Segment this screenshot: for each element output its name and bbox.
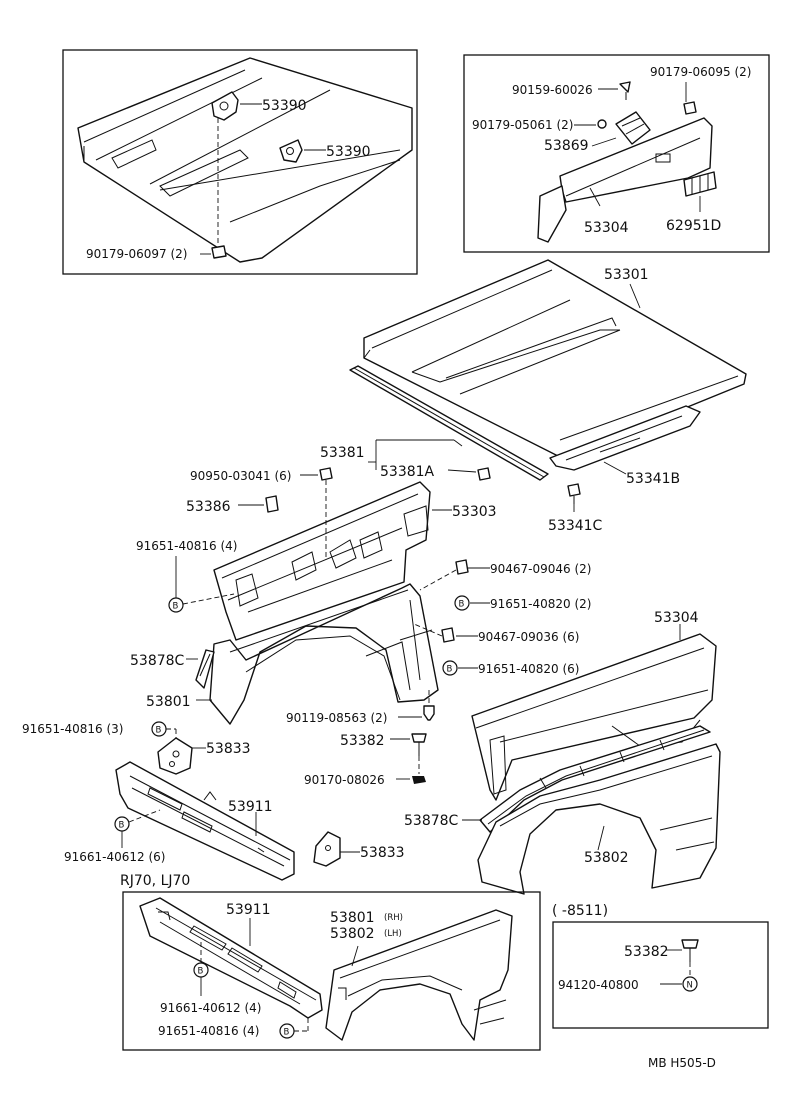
label-90119-08563: 90119-08563 (2) xyxy=(286,711,388,725)
cushion-53341C xyxy=(567,483,581,497)
bracket-53869 xyxy=(615,111,651,145)
nut-90467-09046 xyxy=(455,559,469,575)
label-90179-06095: 90179-06095 (2) xyxy=(650,65,752,79)
label-94120-40800: 94120-40800 xyxy=(558,978,639,992)
label-rj70-lj70: RJ70, LJ70 xyxy=(120,873,190,889)
label-90467-09046: 90467-09046 (2) xyxy=(490,562,592,576)
fender-panel-53802 xyxy=(477,743,721,895)
cowl-panel-53303 xyxy=(213,481,431,641)
bolt-b-letter-3: B xyxy=(447,665,453,675)
label-53301: 53301 xyxy=(604,267,649,283)
label-53911-inset: 53911 xyxy=(226,902,271,918)
hood-bumper-b xyxy=(279,139,303,163)
clip-90950-03041 xyxy=(319,467,333,481)
label-rh: (RH) xyxy=(384,913,403,923)
label-53802-lh: 53802 xyxy=(330,926,375,942)
bolt-53382-inset xyxy=(681,939,699,949)
label-53801-rh: 53801 xyxy=(330,910,375,926)
label-53869: 53869 xyxy=(544,138,589,154)
label-91651-40816-4: 91651-40816 (4) xyxy=(136,539,238,553)
label-date-range: ( -8511) xyxy=(552,903,608,919)
front-fender-53304 xyxy=(471,633,717,801)
bolt-b-letter-4: B xyxy=(156,726,162,736)
hood-panel-53301 xyxy=(363,259,747,459)
label-90170-08026: 90170-08026 xyxy=(304,773,385,787)
bolt-b-marker-3 xyxy=(442,660,458,676)
rj70-detail-box xyxy=(122,891,541,1051)
hood-seal-53381 xyxy=(349,365,549,481)
label-90467-09036: 90467-09036 (6) xyxy=(478,630,580,644)
label-91651-40820-2: 91651-40820 (2) xyxy=(490,597,592,611)
label-91651-40816-3: 91651-40816 (3) xyxy=(22,722,124,736)
hood-bumper-a xyxy=(211,91,239,121)
label-53381: 53381 xyxy=(320,445,365,461)
label-53304-top: 53304 xyxy=(584,220,629,236)
label-53341C: 53341C xyxy=(548,518,603,534)
screw-90159-60026 xyxy=(619,81,631,93)
bolt-b-letter-1: B xyxy=(173,602,179,612)
date-range-box xyxy=(552,921,769,1029)
nut-90170-08026 xyxy=(412,776,426,784)
label-53911: 53911 xyxy=(228,799,273,815)
nut-90467-09036 xyxy=(441,627,455,643)
label-53381A: 53381A xyxy=(380,464,435,480)
clip-90179-05061 xyxy=(597,119,607,129)
label-53801: 53801 xyxy=(146,694,191,710)
label-53386: 53386 xyxy=(186,499,231,515)
fender-inset-53801-53802 xyxy=(325,909,513,1041)
label-53833-a: 53833 xyxy=(206,741,251,757)
label-90950-03041: 90950-03041 (6) xyxy=(190,469,292,483)
hood-detail-box xyxy=(62,49,418,275)
inner-fender-53801 xyxy=(209,583,439,725)
label-90159-60026: 90159-60026 xyxy=(512,83,593,97)
bolt-b-letter-7: B xyxy=(284,1028,290,1038)
radiator-support-inset xyxy=(139,897,323,1019)
clip-53381A xyxy=(477,467,491,481)
label-91661-40612-4: 91661-40612 (4) xyxy=(160,1001,262,1015)
label-90179-05061: 90179-05061 (2) xyxy=(472,118,574,132)
bolt-b-letter-6: B xyxy=(198,967,204,977)
nut-n-letter: N xyxy=(687,981,693,991)
label-53304: 53304 xyxy=(654,610,699,626)
seal-53386 xyxy=(265,495,279,513)
label-90179-06097: 90179-06097 (2) xyxy=(86,247,188,261)
bolt-b-marker-2 xyxy=(454,595,470,611)
label-53878C-right: 53878C xyxy=(404,813,459,829)
label-53390-a: 53390 xyxy=(262,98,307,114)
nut-n-marker xyxy=(682,976,698,992)
label-53802: 53802 xyxy=(584,850,629,866)
bolt-53382 xyxy=(411,733,427,743)
label-91651-40820-6: 91651-40820 (6) xyxy=(478,662,580,676)
label-53303: 53303 xyxy=(452,504,497,520)
label-53341B: 53341B xyxy=(626,471,680,487)
moulding-62951D xyxy=(683,171,717,197)
label-53878C-left: 53878C xyxy=(130,653,185,669)
hood-top-view xyxy=(77,57,413,263)
clip-90179-06097 xyxy=(211,245,227,259)
bracket-53833-b xyxy=(313,831,341,867)
label-lh: (LH) xyxy=(384,929,402,939)
clip-90179-06095 xyxy=(683,101,697,115)
fender-inset-part xyxy=(537,117,713,243)
label-62951D: 62951D xyxy=(666,218,721,234)
bolt-b-letter-5: B xyxy=(119,821,125,831)
label-53833-b: 53833 xyxy=(360,845,405,861)
hood-lock-support-53341B xyxy=(549,405,701,471)
bolt-b-letter-2: B xyxy=(459,600,465,610)
label-91661-40612-6: 91661-40612 (6) xyxy=(64,850,166,864)
label-53382: 53382 xyxy=(340,733,385,749)
label-53382-inset: 53382 xyxy=(624,944,669,960)
bracket-53833-a xyxy=(157,737,193,775)
bolt-90119-08563 xyxy=(423,705,435,721)
diagram-code: MB H505-D xyxy=(648,1056,716,1070)
fender-seal-53878C-left xyxy=(195,649,215,689)
label-91651-40816-4b: 91651-40816 (4) xyxy=(158,1024,260,1038)
fender-detail-box xyxy=(463,54,770,253)
radiator-support-53911 xyxy=(115,761,295,881)
label-53390-b: 53390 xyxy=(326,144,371,160)
bolt-b-marker-1 xyxy=(168,597,184,613)
